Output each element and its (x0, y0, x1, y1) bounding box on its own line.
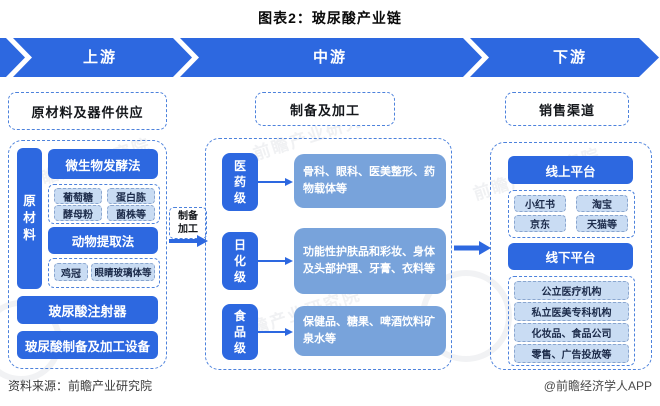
pharma-applications: 骨科、眼科、医美整形、药物载体等 (294, 154, 446, 208)
platform-taobao: 淘宝 (576, 195, 628, 212)
food-applications: 保健品、糖果、啤酒饮料矿泉水等 (294, 306, 446, 356)
input-yeast-powder: 酵母粉 (54, 205, 102, 221)
stage-upstream: 上游 (82, 49, 117, 66)
input-peptone: 蛋白胨 (107, 188, 155, 204)
channel-cosmetics-food: 化妆品、食品公司 (514, 323, 629, 342)
grade-food: 食品级 (222, 304, 258, 360)
equipment-injector: 玻尿酸注射器 (17, 296, 158, 324)
platform-tmall: 天猫等 (576, 215, 628, 232)
platform-xiaohongshu: 小红书 (514, 195, 566, 212)
grade-daily-chemical: 日化级 (222, 232, 258, 290)
daily-chemical-applications: 功能性护肤品和彩妆、身体及头部护理、牙膏、衣料等 (294, 228, 446, 294)
channel-public-medical: 公立医疗机构 (514, 281, 629, 300)
flow-band: 上游 中游 下游 (0, 38, 660, 77)
fermentation-inputs-group (48, 184, 160, 224)
upstream-container (8, 140, 167, 369)
extraction-inputs-group (48, 258, 160, 288)
source-note: 资料来源：前瞻产业研究院 (8, 379, 153, 393)
grade-food-text: 食品级 (233, 308, 246, 356)
input-strains: 菌株等 (107, 205, 155, 221)
food-arrow (258, 328, 293, 336)
equipment-processing: 玻尿酸制备及加工设备 (17, 331, 158, 359)
channel-retail-ads: 零售、广告投放等 (514, 344, 629, 363)
chevron-band-graphic (0, 38, 659, 77)
channel-private-medical: 私立医美专科机构 (514, 302, 629, 321)
grade-pharmaceutical: 医药级 (222, 153, 258, 211)
input-vitreous-body: 眼睛玻璃体等 (91, 263, 155, 281)
daily-chemical-arrow (258, 257, 293, 265)
input-cockscomb: 鸡冠 (54, 263, 88, 281)
platform-jd: 京东 (514, 215, 566, 232)
pharma-arrow (258, 178, 293, 186)
offline-channels-group (508, 276, 635, 366)
midstream-to-downstream-arrow (454, 241, 491, 255)
online-platforms-group (508, 190, 635, 238)
input-glucose: 葡萄糖 (54, 188, 102, 204)
method-microbial-fermentation: 微生物发酵法 (48, 149, 158, 179)
raw-materials-side-label: 原材料 (17, 148, 42, 289)
downstream-container (490, 142, 652, 370)
credit-note: @前瞻经济学人APP (543, 379, 652, 393)
method-animal-extraction: 动物提取法 (48, 227, 158, 254)
midstream-section-title: 制备及加工 (255, 92, 395, 126)
offline-platform-header: 线下平台 (508, 243, 633, 270)
connector-label-box: 制备加工 (169, 207, 207, 239)
upstream-to-midstream-arrow (169, 235, 208, 247)
raw-materials-side-label-text: 原材料 (23, 194, 36, 242)
connector-label-text: 制备加工 (178, 211, 198, 235)
online-platform-header: 线上平台 (508, 156, 633, 184)
downstream-section-title: 销售渠道 (505, 92, 629, 126)
upstream-section-title: 原材料及器件供应 (8, 92, 167, 130)
midstream-container (205, 138, 452, 370)
stage-midstream: 中游 (312, 49, 347, 66)
stage-downstream: 下游 (552, 49, 587, 66)
grade-daily-chemical-text: 日化级 (233, 237, 246, 285)
grade-pharmaceutical-text: 医药级 (233, 158, 246, 206)
page-title: 图表2：玻尿酸产业链 (258, 10, 402, 26)
